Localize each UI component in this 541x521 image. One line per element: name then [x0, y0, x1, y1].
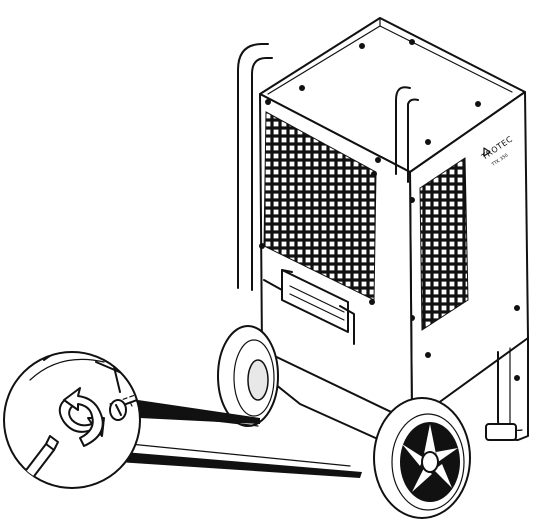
front-handle-recess — [263, 269, 355, 345]
side-ventilation-grille — [419, 157, 469, 331]
detail-callout-beams — [118, 400, 362, 478]
front-handle-bar — [395, 86, 419, 183]
right-wheel — [373, 397, 471, 519]
left-wheel — [217, 325, 279, 427]
detail-magnifier — [3, 351, 141, 489]
housing-front-panel — [259, 93, 413, 423]
rear-handle — [237, 43, 273, 291]
rotate-both-directions-icon — [58, 387, 105, 447]
brand-logo-icon — [483, 147, 491, 157]
